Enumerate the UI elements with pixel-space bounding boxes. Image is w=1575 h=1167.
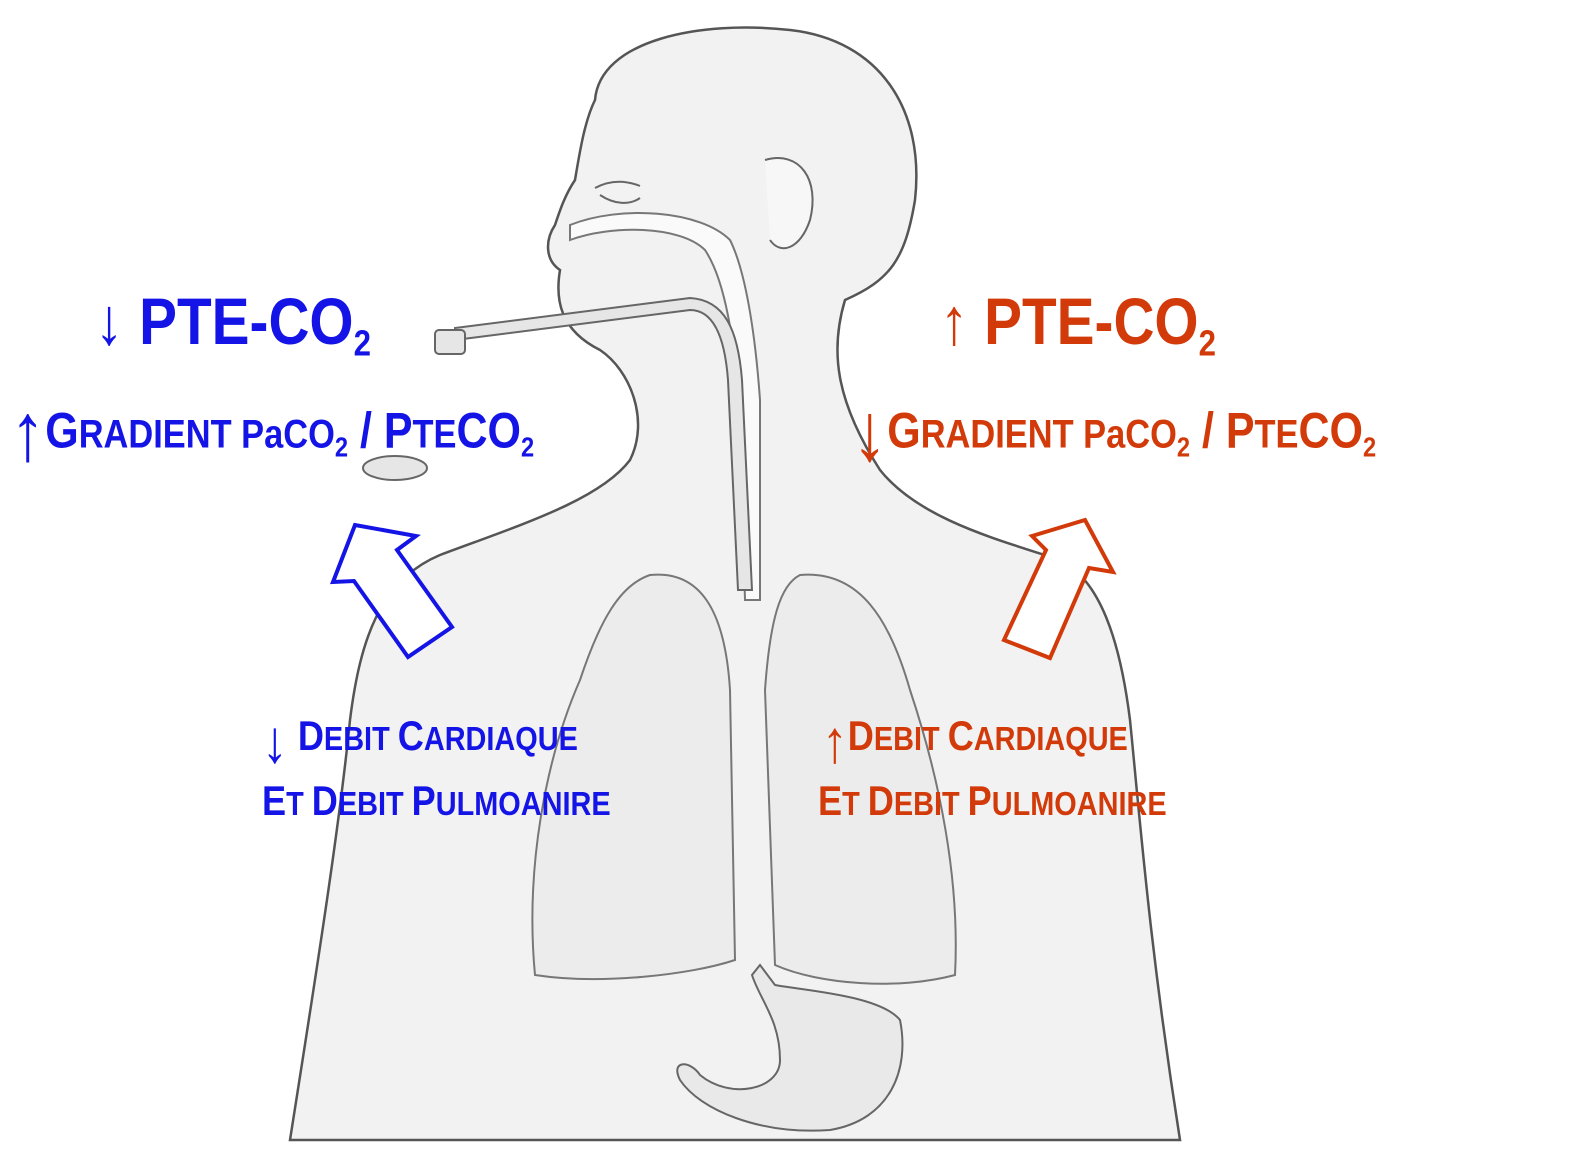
left-debit-rest2: ARDIAQUE	[424, 721, 578, 758]
left-debit-line1: ↓ DEBIT CARDIAQUE	[262, 712, 578, 772]
right-debit2-rest3: ULMOANIRE	[992, 786, 1167, 823]
left-pte-co2-main: PTE-CO	[139, 284, 353, 358]
left-debit2-lead: E	[262, 777, 286, 824]
right-debit-rest: EBIT	[874, 721, 948, 758]
right-pte-co2-main: PTE-CO	[984, 284, 1198, 358]
up-arrow-icon: ↑	[940, 284, 968, 358]
right-gradient-rest: RADIENT PaCO	[921, 413, 1177, 457]
right-debit-line1: ↑DEBIT CARDIAQUE	[822, 712, 1128, 772]
left-debit-lead: D	[298, 712, 324, 759]
down-arrow-icon: ↓	[852, 387, 887, 478]
left-debit2-rest2: EBIT	[338, 786, 412, 823]
left-gradient-label: ↑GRADIENT PaCO2 / PTECO2	[10, 392, 534, 474]
down-arrow-icon: ↓	[95, 284, 123, 358]
right-gradient-label: ↓GRADIENT PaCO2 / PTECO2	[852, 392, 1376, 474]
left-gradient-smallmid: TE	[413, 413, 457, 457]
right-debit2-rest: T	[842, 786, 868, 823]
left-debit-lead2: C	[398, 712, 424, 759]
right-debit2-lead3: P	[968, 777, 992, 824]
right-pte-co2-label: ↑ PTE-CO2	[940, 288, 1216, 362]
right-debit-lead: D	[848, 712, 874, 759]
left-debit2-lead2: D	[312, 777, 338, 824]
left-debit-rest: EBIT	[324, 721, 398, 758]
right-gradient-sub2: 2	[1363, 432, 1376, 463]
right-debit2-lead: E	[818, 777, 842, 824]
right-debit-rest2: ARDIAQUE	[974, 721, 1128, 758]
up-arrow-icon: ↑	[10, 387, 45, 478]
left-gradient-co: CO	[456, 403, 520, 459]
left-gradient-sub2: 2	[521, 432, 534, 463]
left-debit2-rest: T	[286, 786, 312, 823]
left-gradient-mid: / P	[348, 403, 413, 459]
right-debit-lead2: C	[948, 712, 974, 759]
right-gradient-co: CO	[1298, 403, 1363, 459]
left-gradient-rest: RADIENT PaCO	[79, 413, 335, 457]
left-debit-line2: ET DEBIT PULMOANIRE	[262, 780, 611, 822]
right-pte-co2-sub: 2	[1199, 323, 1216, 364]
right-gradient-mid: / P	[1190, 403, 1255, 459]
left-pte-co2-sub: 2	[354, 323, 371, 364]
left-debit2-rest3: ULMOANIRE	[436, 786, 611, 823]
right-debit2-rest2: EBIT	[894, 786, 968, 823]
left-pte-co2-label: ↓ PTE-CO2	[95, 288, 371, 362]
right-gradient-smallmid: TE	[1255, 413, 1299, 457]
right-gradient-lead: G	[887, 403, 920, 459]
left-debit2-lead3: P	[412, 777, 436, 824]
left-gradient-sub1: 2	[335, 432, 348, 463]
right-debit2-lead2: D	[868, 777, 894, 824]
up-arrow-icon: ↑	[822, 708, 848, 775]
right-debit-line2: ET DEBIT PULMOANIRE	[818, 780, 1167, 822]
left-gradient-lead: G	[45, 403, 78, 459]
down-arrow-icon: ↓	[262, 708, 288, 775]
right-gradient-sub1: 2	[1177, 432, 1190, 463]
